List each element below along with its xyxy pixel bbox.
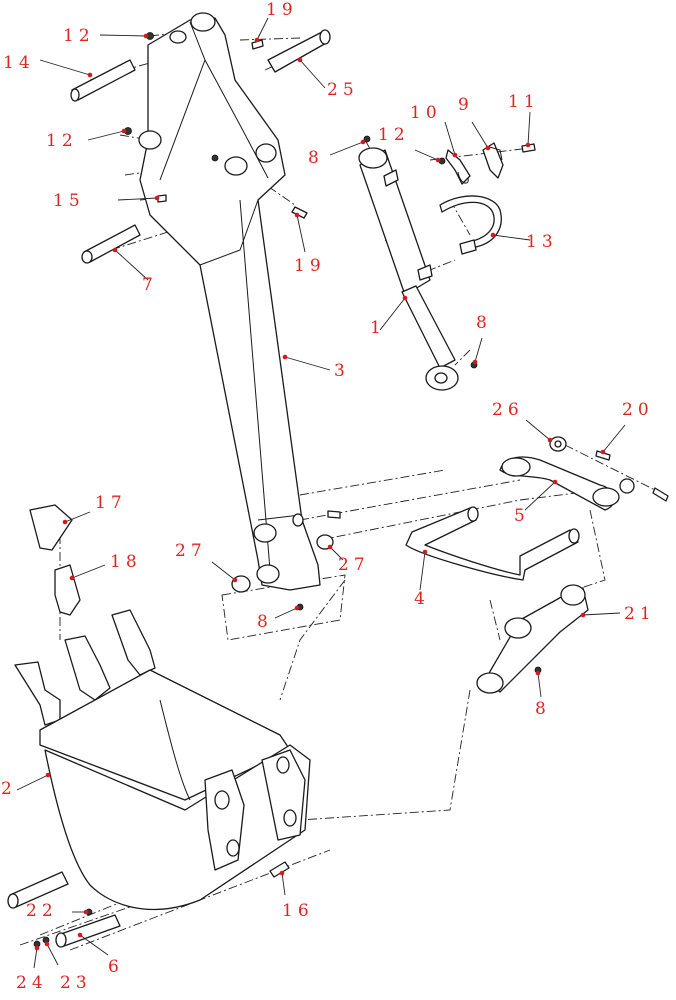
link-21	[476, 584, 589, 694]
callout-2: 2	[1, 779, 17, 799]
callout-13: 13	[526, 232, 558, 252]
pin-14	[70, 59, 136, 102]
leader-lines	[16, 17, 626, 969]
callout-14: 14	[3, 53, 35, 73]
bracket-10	[445, 149, 471, 185]
callout-12-mid: 12	[46, 131, 78, 151]
callout-8-cylinder-bottom: 8	[476, 313, 492, 333]
callout-8-arm: 8	[257, 612, 273, 632]
callout-16: 16	[282, 901, 314, 921]
pin-6	[55, 914, 121, 948]
callout-10: 10	[410, 103, 442, 123]
bracket-9	[482, 142, 504, 179]
hydraulic-cylinder	[358, 147, 459, 391]
callout-25: 25	[327, 80, 359, 100]
callout-26: 26	[492, 400, 524, 420]
pin-7	[81, 224, 141, 264]
fasteners	[33, 32, 542, 948]
link-4	[405, 506, 580, 581]
bucket	[14, 609, 311, 911]
callout-19-top: 19	[266, 0, 298, 20]
callout-1: 1	[370, 318, 386, 338]
callout-22: 22	[26, 901, 58, 921]
dipper-arm	[138, 12, 321, 591]
callout-18: 18	[110, 552, 142, 572]
callout-27-right: 27	[338, 555, 370, 575]
pin-25	[267, 29, 331, 73]
pin-22	[7, 871, 69, 909]
tooth-17	[29, 504, 73, 551]
callout-17: 17	[95, 493, 127, 513]
callout-8-link: 8	[535, 699, 551, 719]
adapter-18	[54, 564, 81, 616]
callout-7: 7	[142, 275, 158, 295]
callout-12-right: 12	[378, 125, 410, 145]
callout-11: 11	[508, 92, 540, 112]
callout-6: 6	[108, 957, 124, 977]
link-5	[499, 436, 669, 511]
callout-12-top: 12	[63, 26, 95, 46]
callout-5: 5	[514, 506, 530, 526]
callout-27-left: 27	[175, 541, 207, 561]
callout-8-cylinder-top: 8	[308, 148, 324, 168]
callout-3: 3	[334, 361, 350, 381]
callout-20: 20	[622, 400, 654, 420]
callout-24: 24	[16, 973, 48, 993]
callout-4: 4	[414, 589, 430, 609]
hose-13	[439, 195, 502, 255]
callout-19-mid: 19	[294, 256, 326, 276]
callout-23: 23	[60, 973, 92, 993]
callout-21: 21	[624, 604, 656, 624]
callout-9: 9	[458, 95, 474, 115]
callout-15: 15	[53, 191, 85, 211]
callout-labels: 19 12 14 25 12 15 19 7 8 12 10 9 11 13 1…	[1, 0, 656, 993]
